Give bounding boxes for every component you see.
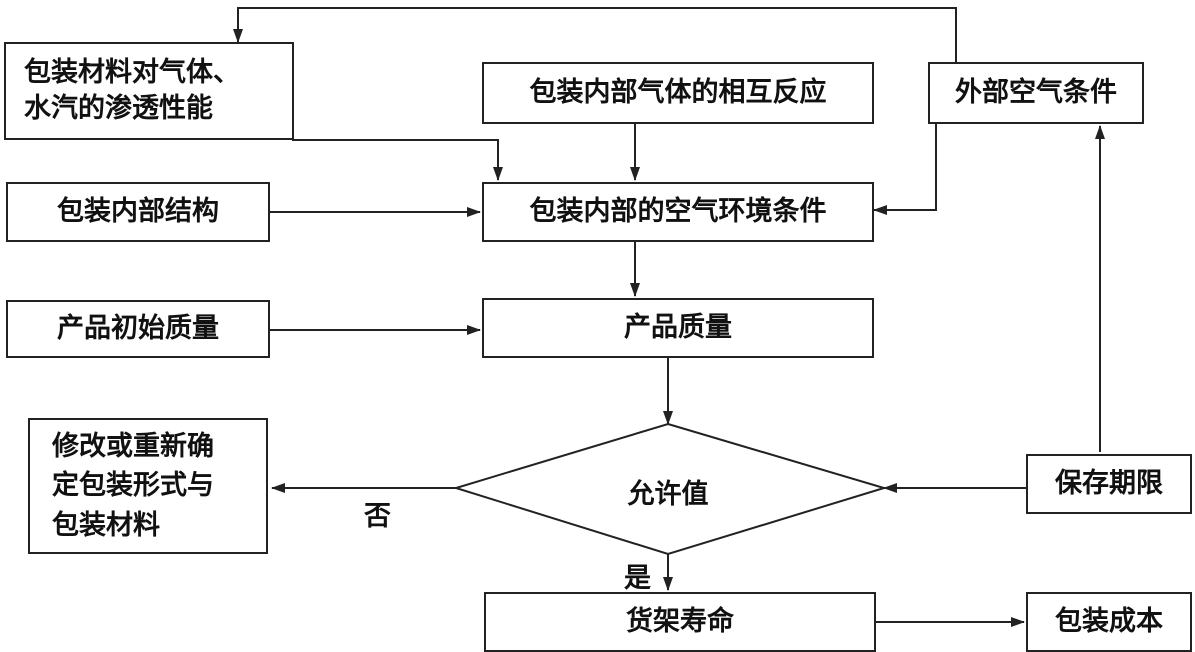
node-shelf-life: 货架寿命 bbox=[484, 592, 876, 652]
edge-label-yes: 是 bbox=[624, 563, 651, 594]
node-internal-air-env: 包装内部的空气环境条件 bbox=[482, 182, 874, 242]
node-gas-reaction: 包装内部气体的相互反应 bbox=[482, 62, 874, 124]
node-initial-quality: 产品初始质量 bbox=[6, 300, 270, 358]
node-internal-structure: 包装内部结构 bbox=[6, 182, 270, 242]
decision-diamond bbox=[452, 422, 888, 556]
arrow-permeability-to-internal-air bbox=[292, 139, 503, 181]
arrow-external-air-to-internal-air bbox=[873, 122, 937, 215]
arrow-external-air-to-permeability bbox=[233, 7, 957, 62]
node-external-air: 外部空气条件 bbox=[928, 62, 1144, 124]
node-shelf-life-label: 货架寿命 bbox=[626, 605, 734, 637]
node-product-quality-label: 产品质量 bbox=[624, 311, 732, 343]
node-product-quality: 产品质量 bbox=[482, 298, 874, 358]
node-internal-structure-label: 包装内部结构 bbox=[57, 195, 219, 227]
node-permeability: 包装材料对气体、 水汽的渗透性能 bbox=[4, 42, 294, 140]
node-packaging-cost-label: 包装成本 bbox=[1055, 605, 1163, 637]
node-packaging-cost: 包装成本 bbox=[1026, 592, 1192, 652]
node-storage-period: 保存期限 bbox=[1026, 454, 1192, 514]
node-modify-packaging: 修改或重新确 定包装形式与 包装材料 bbox=[28, 418, 268, 554]
edge-label-no: 否 bbox=[364, 501, 391, 532]
node-initial-quality-label: 产品初始质量 bbox=[57, 312, 219, 344]
node-modify-packaging-label: 修改或重新确 定包装形式与 包装材料 bbox=[52, 431, 214, 541]
node-internal-air-env-label: 包装内部的空气环境条件 bbox=[529, 195, 827, 227]
node-permeability-label: 包装材料对气体、 水汽的渗透性能 bbox=[24, 56, 240, 124]
node-storage-period-label: 保存期限 bbox=[1055, 467, 1163, 499]
node-external-air-label: 外部空气条件 bbox=[955, 76, 1117, 108]
decision-allowable-label: 允许值 bbox=[627, 479, 709, 510]
node-gas-reaction-label: 包装内部气体的相互反应 bbox=[529, 76, 827, 108]
